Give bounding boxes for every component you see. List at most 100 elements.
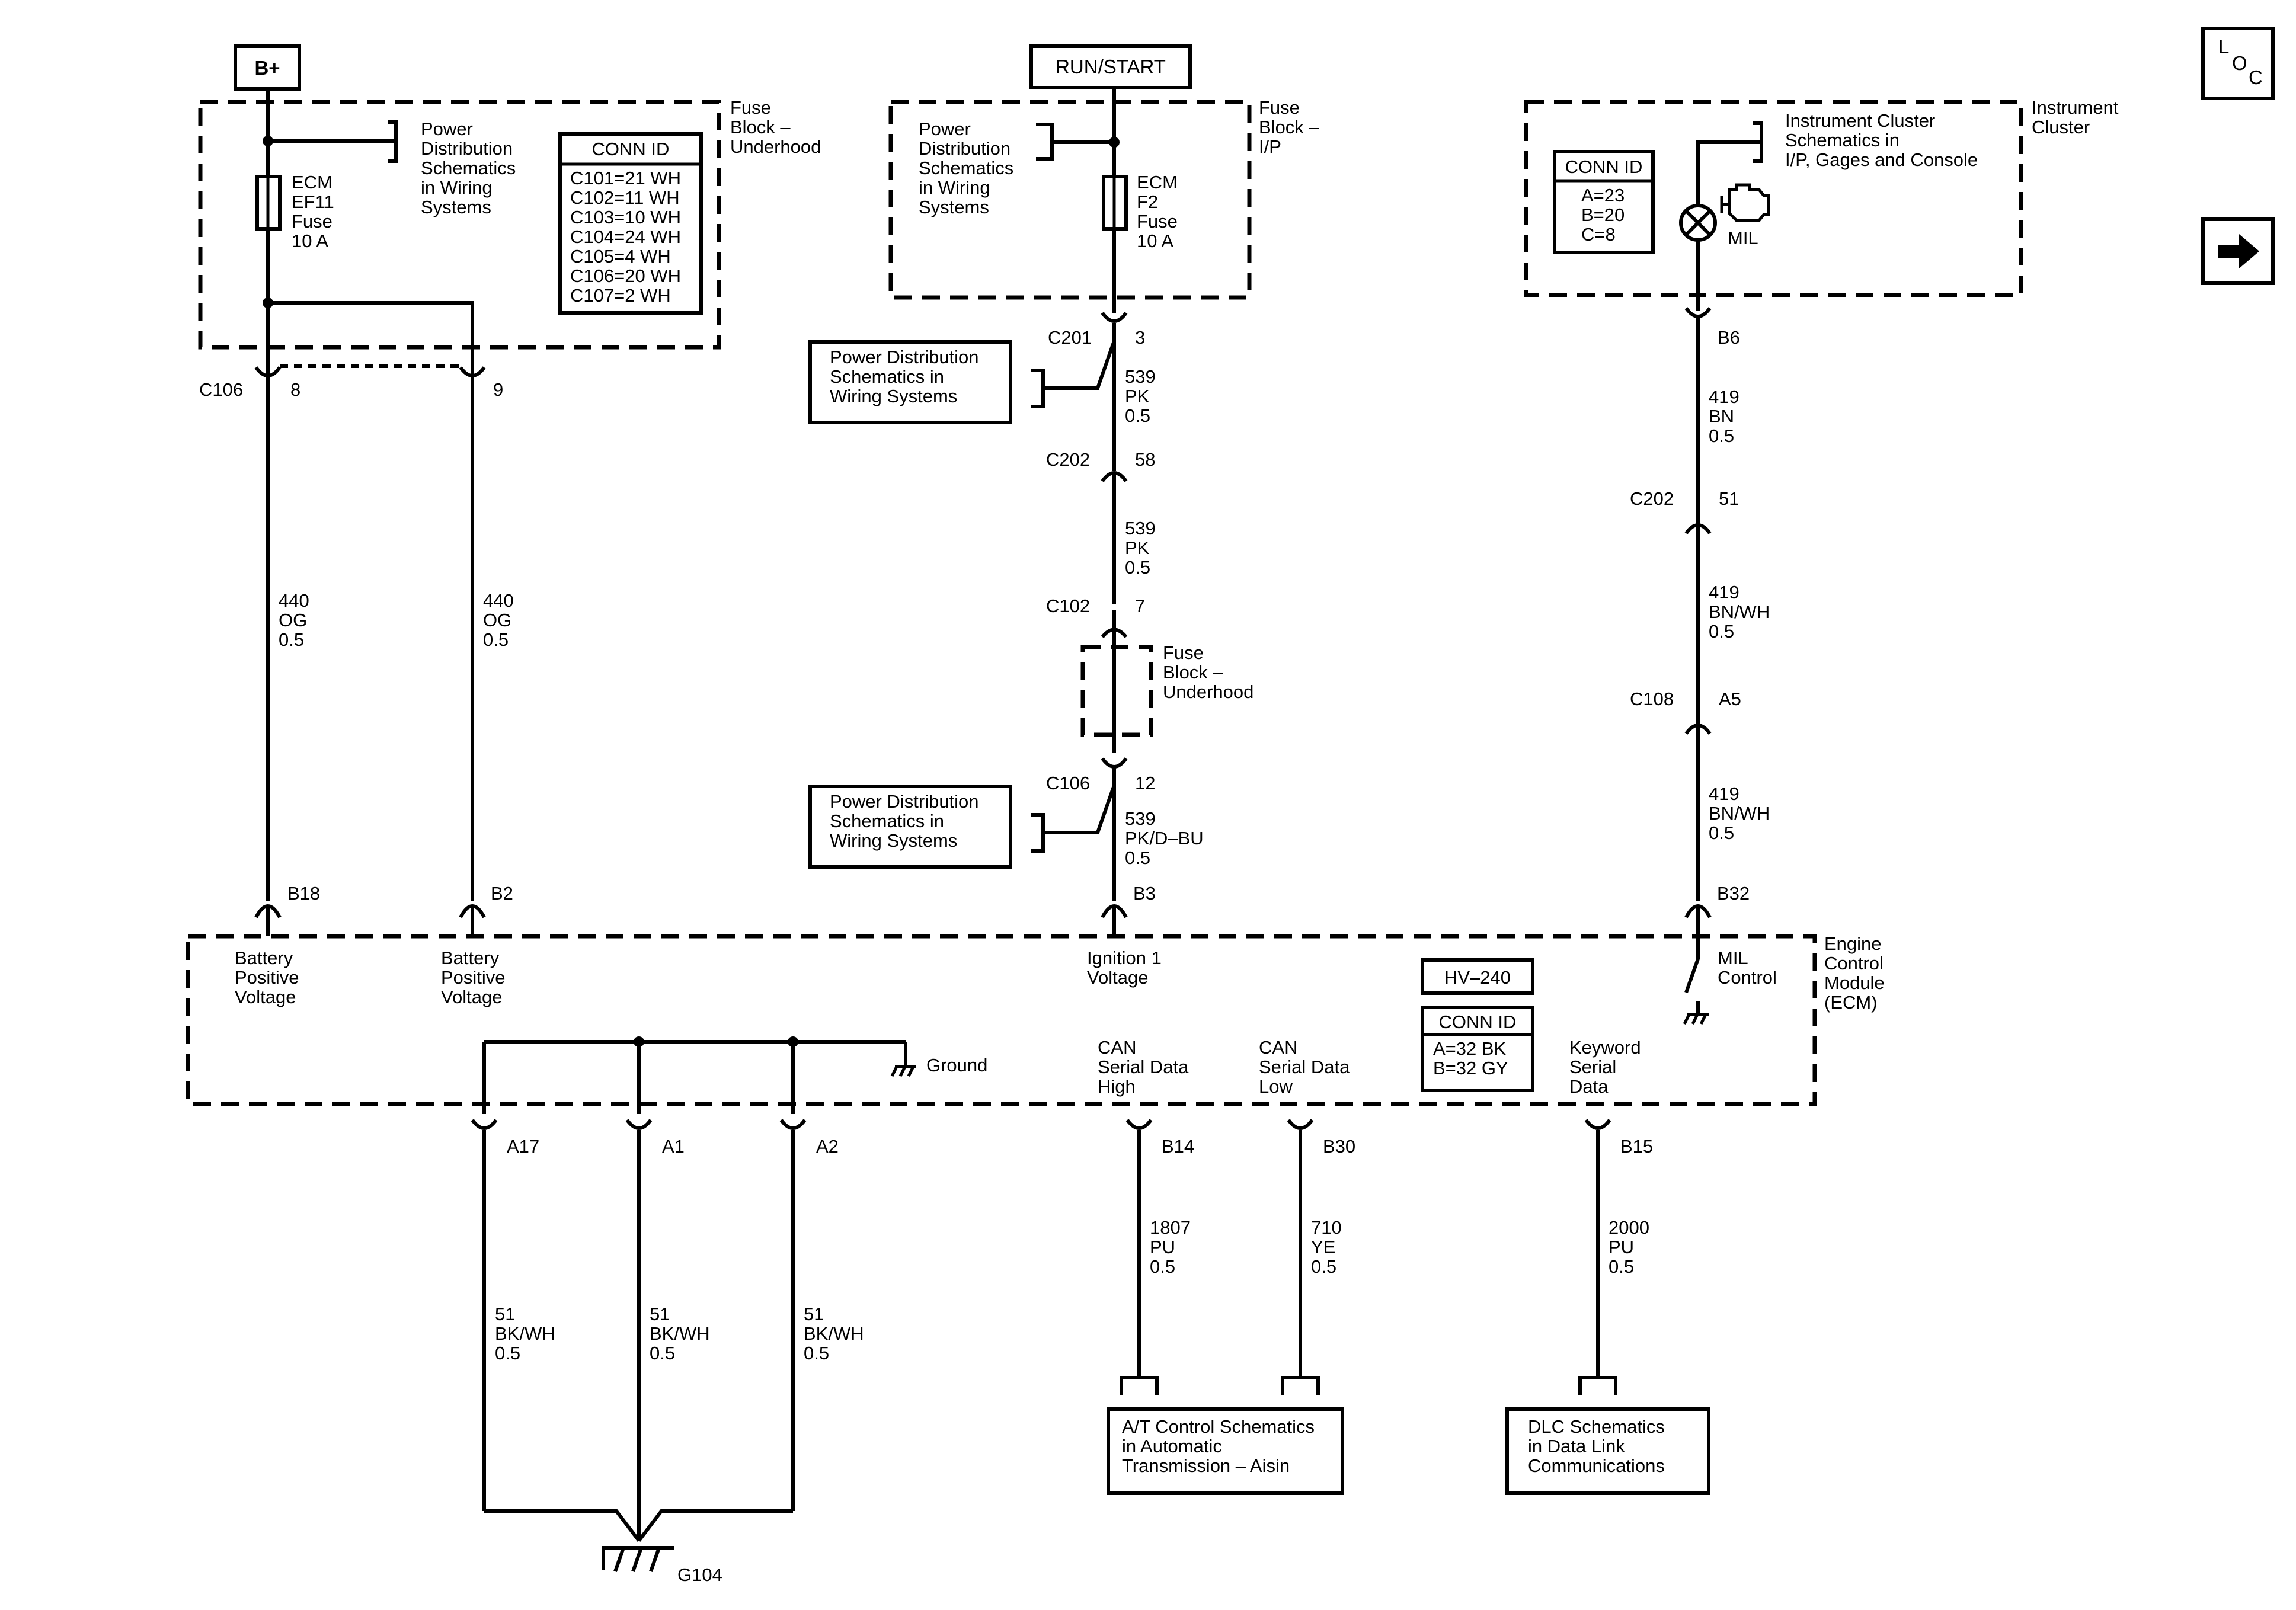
wire-539-pk-2: 539 PK 0.5 [1125, 518, 1160, 578]
fuse-block-ip-box [888, 100, 1252, 300]
g104-ground-symbol [602, 1546, 674, 1572]
svg-text:CONN ID: CONN ID [1565, 156, 1643, 177]
instrument-cluster-label: Instrument Cluster [2032, 97, 2124, 137]
mil-label: MIL [1728, 228, 1758, 248]
svg-text:C101=21 WH C102=11 WH: C101=21 WH C102=11 WH C103=10 WH C104=24… [570, 168, 686, 306]
wire-440-og-b: 440 OG 0.5 [483, 590, 519, 650]
pin-b14: B14 [1162, 1136, 1194, 1157]
ecm-ground-label: Ground [926, 1055, 987, 1076]
run-start-source: RUN/START [1029, 44, 1192, 89]
wire-539-pk-1: 539 PK 0.5 [1125, 366, 1160, 426]
bplus-source: B+ [234, 44, 301, 91]
wire-51-bkwh-1: 51 BK/WH 0.5 [495, 1304, 560, 1363]
wire-2000-pu: 2000 PU 0.5 [1609, 1217, 1655, 1277]
pd-ref-box-2 [808, 785, 1012, 869]
ecm-batt2-label: Battery Positive Voltage [441, 948, 510, 1007]
loc-letter-l: L [2218, 36, 2229, 57]
dlc-ref-box[interactable] [1505, 1407, 1710, 1495]
pin-a1: A1 [662, 1136, 685, 1157]
ef11-fuse-label: ECM EF11 Fuse 10 A [292, 172, 339, 251]
c106-pin-8: 8 [290, 379, 300, 400]
bplus-label: B+ [254, 57, 280, 79]
c106-ign-pin: 12 [1135, 773, 1155, 793]
wire-419-bnwh-2: 419 BN/WH 0.5 [1709, 783, 1775, 843]
ecm-pin-b2: B2 [491, 883, 513, 904]
svg-text:CONN ID: CONN ID [1439, 1012, 1517, 1032]
conn-id-table-cluster: CONN ID A=23 B=20 C=8 [1553, 150, 1655, 254]
instrument-cluster-box [1524, 100, 2023, 297]
c201-label: C201 [1048, 327, 1092, 348]
at-control-ref-text: A/T Control Schematics in Automatic Tran… [1122, 1416, 1320, 1476]
svg-text:CONN ID: CONN ID [592, 139, 670, 159]
wire-710-ye: 710 YE 0.5 [1311, 1217, 1347, 1277]
ecm-batt1-label: Battery Positive Voltage [235, 948, 304, 1007]
c201-pin: 3 [1135, 327, 1145, 348]
ecm-ground-symbol [890, 1065, 916, 1077]
run-start-label: RUN/START [1056, 56, 1166, 78]
pin-b30: B30 [1323, 1136, 1355, 1157]
ecm-label: Engine Control Module (ECM) [1824, 933, 1889, 1013]
pd-ref-underhood: Power Distribution Schematics in Wiring … [421, 119, 521, 217]
instrument-cluster-ref: Instrument Cluster Schematics in I/P, Ga… [1785, 110, 1978, 170]
wire-539-pk-dbu: 539 PK/D–BU 0.5 [1125, 808, 1208, 868]
c202-ign-pin: 58 [1135, 449, 1155, 470]
svg-text:HV–240: HV–240 [1444, 967, 1511, 988]
pin-a2: A2 [816, 1136, 839, 1157]
loc-button[interactable]: L O C [2201, 27, 2275, 100]
conn-id-table-ecm: CONN ID A=32 BK B=32 GY [1421, 1006, 1534, 1092]
mil-lamp-icon [1679, 204, 1717, 242]
wire-440-og-a: 440 OG 0.5 [279, 590, 314, 650]
c202-mil-pin: 51 [1719, 488, 1739, 509]
pd-ref-ip: Power Distribution Schematics in Wiring … [919, 119, 1019, 217]
ecm-ignition-label: Ignition 1 Voltage [1087, 948, 1166, 988]
svg-text:A=23 B=20 C=8: A=23 B=20 C=8 [1581, 185, 1630, 245]
wire-51-bkwh-3: 51 BK/WH 0.5 [804, 1304, 869, 1363]
ecm-pin-b32: B32 [1717, 883, 1750, 904]
f2-fuse-label: ECM F2 Fuse 10 A [1137, 172, 1183, 251]
c202-mil-label: C202 [1630, 488, 1674, 509]
ecm-can-low-label: CAN Serial Data Low [1259, 1037, 1355, 1097]
c102-label: C102 [1046, 596, 1090, 616]
c202-ign-label: C202 [1046, 449, 1090, 470]
ecm-pin-b18: B18 [287, 883, 320, 904]
wire-51-bkwh-2: 51 BK/WH 0.5 [650, 1304, 715, 1363]
hv240-badge: HV–240 [1421, 958, 1534, 995]
ecm-box [186, 934, 1817, 1106]
fuse-block-underhood-label: Fuse Block – Underhood [730, 97, 821, 157]
ecm-mil-control-label: MIL Control [1718, 948, 1777, 988]
pin-a17: A17 [507, 1136, 539, 1157]
loc-letter-c: C [2249, 66, 2263, 88]
right-arrow-icon [2218, 234, 2259, 268]
wire-1807-pu: 1807 PU 0.5 [1150, 1217, 1196, 1277]
fuse-block-ip-label: Fuse Block – I/P [1259, 97, 1324, 157]
c106-left-label: C106 [199, 379, 243, 400]
fuse-block-underhood-box [198, 100, 721, 350]
ecm-keyword-label: Keyword Serial Data [1569, 1037, 1646, 1097]
wire-419-bn: 419 BN 0.5 [1709, 386, 1744, 446]
c108-label: C108 [1630, 689, 1674, 709]
svg-text:A=32 BK B=32 GY: A=32 BK B=32 GY [1433, 1038, 1511, 1078]
mil-control-switch [1683, 948, 1709, 1025]
conn-id-table-underhood: CONN ID C101=21 WH C102=11 WH C103=10 WH… [558, 132, 703, 315]
ecm-can-high-label: CAN Serial Data High [1098, 1037, 1194, 1097]
pin-b6: B6 [1718, 327, 1740, 348]
at-control-ref-box[interactable] [1107, 1407, 1344, 1495]
dlc-ref-text: DLC Schematics in Data Link Communicatio… [1528, 1416, 1670, 1476]
pd-ref-box-1 [808, 340, 1012, 424]
pd-ref-box-1-text: Power Distribution Schematics in Wiring … [830, 347, 984, 406]
pd-ref-box-2-text: Power Distribution Schematics in Wiring … [830, 791, 984, 851]
wire-419-bnwh-1: 419 BN/WH 0.5 [1709, 582, 1775, 642]
loc-letter-o: O [2232, 52, 2247, 74]
check-engine-icon [1720, 183, 1770, 222]
ecm-pin-b3: B3 [1133, 883, 1156, 904]
next-page-button[interactable] [2201, 217, 2275, 285]
c106-ign-label: C106 [1046, 773, 1090, 793]
fuse-block-underhood-small-label: Fuse Block – Underhood [1163, 642, 1253, 702]
pin-b15: B15 [1620, 1136, 1653, 1157]
c102-pin: 7 [1135, 596, 1145, 616]
g104-label: G104 [677, 1564, 722, 1585]
c108-pin: A5 [1719, 689, 1741, 709]
c106-pin-9: 9 [493, 379, 503, 400]
fuse-block-underhood-small-box [1080, 645, 1153, 737]
